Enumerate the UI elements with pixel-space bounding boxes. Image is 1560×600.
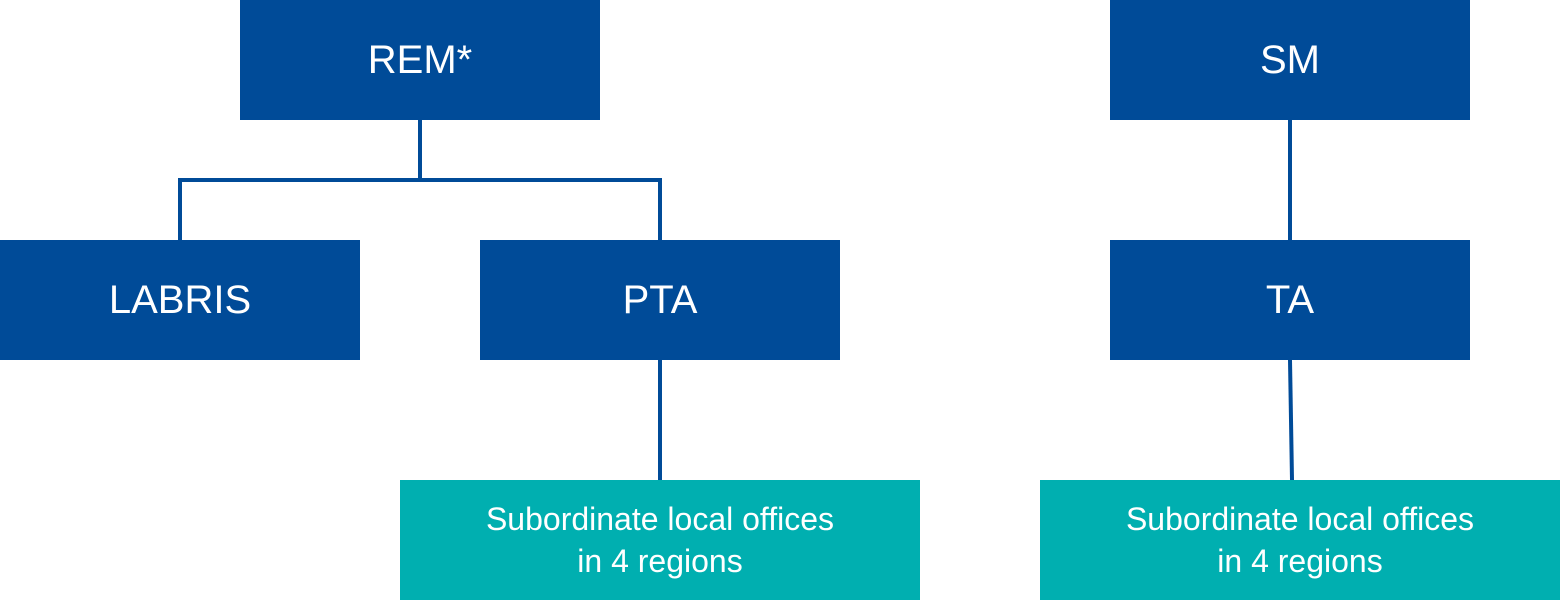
node-ta-local-offices: Subordinate local offices in 4 regions	[1040, 480, 1560, 600]
node-label: PTA	[622, 277, 698, 322]
node-label-line2: in 4 regions	[577, 543, 743, 579]
node-label: SM	[1260, 37, 1320, 82]
connector-rem-labris	[178, 178, 420, 240]
connector-rem-pta	[420, 178, 662, 240]
node-label: TA	[1265, 277, 1315, 322]
node-ta: TA	[1110, 240, 1470, 360]
node-label: REM*	[367, 37, 473, 82]
node-label-line1: Subordinate local offices	[1125, 501, 1475, 537]
node-label-line1: Subordinate local offices	[485, 501, 835, 537]
node-labris: LABRIS	[0, 240, 360, 360]
node-rem: REM*	[240, 0, 600, 120]
node-pta: PTA	[480, 240, 840, 360]
node-label-line2: in 4 regions	[1217, 543, 1383, 579]
connector-ta-offices	[1288, 359, 1294, 481]
node-sm: SM	[1110, 0, 1470, 120]
node-pta-local-offices: Subordinate local offices in 4 regions	[400, 480, 920, 600]
node-label: LABRIS	[108, 277, 252, 322]
